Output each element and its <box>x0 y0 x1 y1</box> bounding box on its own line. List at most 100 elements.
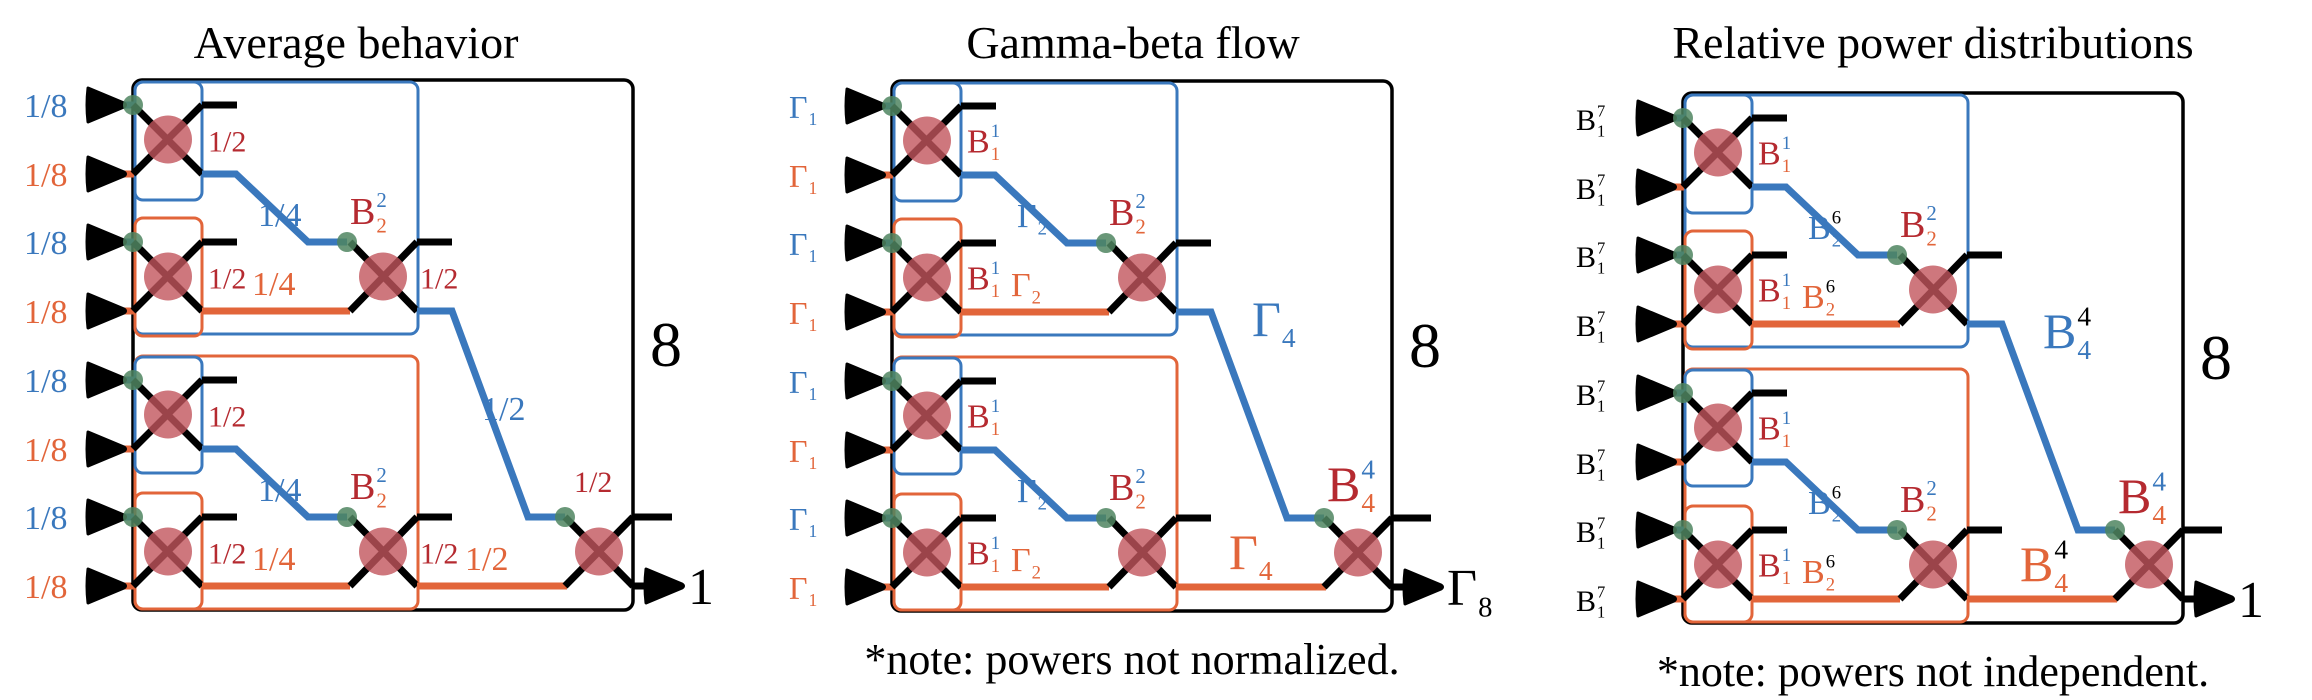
stage2-side-label-base: 1/2 <box>420 263 458 296</box>
input-label: Γ <box>789 433 808 469</box>
stage2-side-label: 1/2 <box>420 538 458 571</box>
stage1-coupler-label: B <box>1758 548 1781 585</box>
stage1-blue-waveguide <box>961 171 1106 247</box>
input-arrow-icon <box>1635 99 1677 137</box>
input-label-sub: 1 <box>809 384 818 404</box>
stage1-coupler-coupler <box>903 391 951 440</box>
stage1-path-label-base: B <box>1802 279 1825 316</box>
stage1-path-label-base: Γ <box>1017 198 1037 235</box>
panel-title: Relative power distributions <box>1672 17 2193 68</box>
phase-junction-dot <box>882 233 902 253</box>
stage2-coupler-label-base: B <box>1900 204 1925 246</box>
stage1-path-label-sup: 6 <box>1832 208 1841 229</box>
input-label-sup: 7 <box>1597 446 1605 465</box>
stage2-coupler-label: B <box>1900 479 1925 521</box>
input-label: Γ <box>789 364 808 400</box>
phase-junction-dot <box>123 232 143 252</box>
stage1-coupler-label-sub: 1 <box>991 419 1000 440</box>
stage2-blue-waveguide <box>1967 320 2115 534</box>
stage1-coupler-coupler <box>144 252 192 301</box>
stage1-coupler-label-sup: 1 <box>991 533 1000 554</box>
stage3-coupler-coupler <box>2125 540 2173 589</box>
input-count-label: 8 <box>1409 310 1441 381</box>
pair-box-2 <box>1683 229 1754 351</box>
input-arrow-icon <box>844 431 886 469</box>
stage1-coupler-label-base: B <box>967 399 990 436</box>
input-label: Γ <box>789 570 808 606</box>
phase-junction-dot <box>1314 508 1334 528</box>
input-label-base: Γ <box>789 433 808 469</box>
stage3-coupler-label-base: 1/2 <box>574 466 612 499</box>
stage1-coupler-label: 1/2 <box>208 538 246 571</box>
stage2-path-label: Γ <box>1252 291 1281 347</box>
stage1-coupler-label-base: 1/2 <box>208 538 246 571</box>
stage2-coupler-coupler <box>359 527 407 576</box>
input-label: 1/8 <box>24 88 67 125</box>
input-arrow-icon <box>844 156 886 194</box>
stage1-coupler-label: B <box>967 261 990 298</box>
stage1-path-label: 1/4 <box>252 541 295 578</box>
output-label-base: Γ <box>1447 560 1477 617</box>
input-arrow-icon <box>85 498 127 536</box>
input-label-base: 1/8 <box>24 500 67 537</box>
stage2-coupler-label-base: B <box>1109 192 1134 234</box>
stage2-path-label-sub: 4 <box>2077 334 2091 365</box>
stage1-coupler-label-base: B <box>967 536 990 573</box>
stage2-side-label: 1/2 <box>420 263 458 296</box>
stage1-path-label-base: 1/4 <box>258 472 301 509</box>
input-label: B <box>1576 585 1596 618</box>
input-label-sub: 1 <box>809 109 818 129</box>
stage1-path-label-base: B <box>1802 554 1825 591</box>
input-label-sub: 1 <box>1597 259 1605 278</box>
stage3-coupler-label-base: B <box>1327 456 1360 512</box>
input-label-sub: 1 <box>1597 122 1605 141</box>
stage3-coupler-label-sup: 4 <box>2152 466 2166 497</box>
stage1-path-label-sub: 2 <box>1826 299 1835 320</box>
group-box-lower <box>1683 367 1970 624</box>
stage2-coupler-label-base: B <box>350 191 375 233</box>
stage1-path-label-sup: 6 <box>1826 277 1835 298</box>
input-label-sup: 7 <box>1597 377 1605 396</box>
stage1-coupler-label-sub: 1 <box>1782 431 1791 452</box>
input-label-base: B <box>1576 448 1596 481</box>
stage1-path-label-base: 1/4 <box>258 197 301 234</box>
stage1-path-label: 1/4 <box>258 472 301 509</box>
stage1-path-label-base: B <box>1808 485 1831 522</box>
input-label-sup: 7 <box>1597 514 1605 533</box>
input-arrow-icon <box>1635 443 1677 481</box>
input-label-base: 1/8 <box>24 363 67 400</box>
stage1-path-label-base: B <box>1808 210 1831 247</box>
stage1-path-label: B <box>1808 485 1831 522</box>
stage2-coupler-label: B <box>350 191 375 233</box>
output-arrow-icon <box>1402 568 1444 606</box>
input-label-base: Γ <box>789 501 808 537</box>
stage3-coupler-label-base: B <box>2118 468 2151 524</box>
stage1-coupler-label: 1/2 <box>208 263 246 296</box>
pair-box-4 <box>892 492 963 612</box>
stage2-side-label-base: 1/2 <box>420 538 458 571</box>
input-arrow-icon <box>844 499 886 537</box>
stage1-path-label-sub: 2 <box>1032 287 1041 308</box>
stage2-coupler-label-base: B <box>1900 479 1925 521</box>
input-label-base: 1/8 <box>24 294 67 331</box>
pair-box-3 <box>133 355 204 475</box>
stage1-coupler-label-base: B <box>1758 136 1781 173</box>
input-label: 1/8 <box>24 569 67 606</box>
stage3-coupler-coupler <box>1334 528 1382 577</box>
input-label-base: 1/8 <box>24 432 67 469</box>
group-box-upper <box>133 80 420 336</box>
stage1-coupler-coupler <box>1694 403 1742 452</box>
stage1-path-label-sub: 2 <box>1032 562 1041 583</box>
panel-note: *note: powers not independent. <box>1657 647 2209 696</box>
stage1-path-label: Γ <box>1011 542 1031 579</box>
group-box-lower <box>892 355 1179 612</box>
stage2-coupler-label-base: B <box>1109 467 1134 509</box>
stage2-path-label-sup: 4 <box>2077 301 2091 332</box>
pair-box-2 <box>133 216 204 338</box>
input-label-sub: 1 <box>809 178 818 198</box>
input-arrow-icon <box>1635 580 1677 618</box>
stage2-blue-waveguide <box>417 307 565 521</box>
stage1-coupler-label-base: 1/2 <box>208 263 246 296</box>
